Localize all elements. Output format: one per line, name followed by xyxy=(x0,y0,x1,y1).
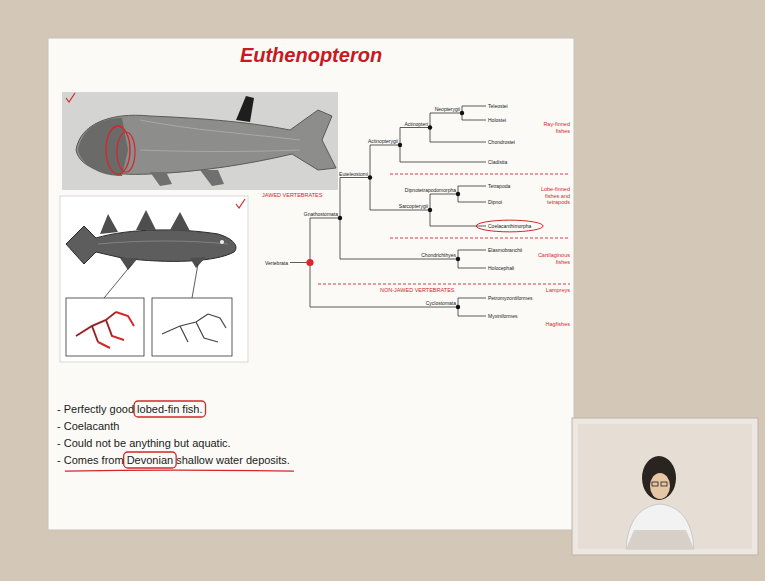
root-dot xyxy=(306,259,313,266)
cladogram-branches xyxy=(430,194,486,226)
fish-drawing xyxy=(60,196,248,362)
group-label: Lampreys xyxy=(528,287,570,294)
fossil-photo xyxy=(200,170,224,186)
fish-drawing xyxy=(66,226,236,264)
cladogram-branches xyxy=(370,145,430,210)
clade-label: Dipnotetrapodomorpha xyxy=(405,187,456,193)
bullet-text: - Could not be anything but aquatic. xyxy=(57,437,231,450)
slide-panel xyxy=(48,38,574,530)
clade-node-dot xyxy=(338,111,464,309)
fish-drawing xyxy=(120,257,206,270)
fish-drawing xyxy=(76,312,116,342)
root-label: Vertebrata xyxy=(265,260,288,266)
bullet-text: - Coelacanth xyxy=(57,420,119,433)
lecturer-video xyxy=(626,530,694,549)
clade-label: Neopterygii xyxy=(435,106,460,112)
underline-mark xyxy=(65,470,294,471)
fossil-photo xyxy=(150,172,172,186)
fish-drawing xyxy=(100,210,190,234)
lecturer-video xyxy=(652,482,658,486)
fish-drawing xyxy=(76,312,134,348)
cladogram-branches xyxy=(340,178,458,260)
taxon-label: Chondrostei xyxy=(488,139,515,145)
fish-drawing xyxy=(152,298,232,356)
fish-drawing xyxy=(192,264,198,298)
taxon-label: Cladistia xyxy=(488,159,507,165)
clade-node-dot xyxy=(460,111,464,115)
taxon-label: Myxiniformes xyxy=(488,313,517,319)
taxon-label: Dipnoi xyxy=(488,199,502,205)
clade-node-dot xyxy=(428,125,432,129)
lecturer-video xyxy=(642,456,676,500)
group-label: Hagfishes xyxy=(528,321,570,328)
taxon-label: Teleostei xyxy=(488,103,508,109)
highlight-ring xyxy=(476,220,543,232)
lecturer-video xyxy=(626,504,694,549)
taxon-label: Petromyzontiformes xyxy=(488,295,532,301)
lecturer-video xyxy=(650,473,670,499)
clade-label: Actinopterygii xyxy=(368,138,398,144)
fossil-photo xyxy=(66,93,75,102)
cladogram-branches xyxy=(458,298,486,316)
bullet-text: - Comes from Devonian shallow water depo… xyxy=(57,454,290,467)
fish-drawing xyxy=(162,314,226,342)
group-label: JAWED VERTEBRATES xyxy=(262,192,322,199)
taxon-label: Holocephali xyxy=(488,265,514,271)
group-divider xyxy=(318,174,570,284)
clade-label: Chondrichthyes xyxy=(421,252,456,258)
lecturer-video xyxy=(578,424,752,549)
slide-title: Euthenopteron xyxy=(48,43,574,67)
group-divider xyxy=(318,174,570,284)
taxon-label: Coelacanthimorpha xyxy=(488,223,531,229)
fossil-photo xyxy=(62,92,338,190)
clade-node-dot xyxy=(398,143,402,147)
lecturer-video xyxy=(572,418,758,555)
clade-node-dot xyxy=(456,192,460,196)
group-label: NON-JAWED VERTEBRATES xyxy=(380,287,454,294)
lecturer-video xyxy=(661,482,667,486)
fossil-photo xyxy=(236,96,254,122)
cladogram-branches xyxy=(458,186,486,202)
fish-drawing xyxy=(98,241,228,244)
cladogram-branches xyxy=(462,106,486,120)
taxon-label: Tetrapoda xyxy=(488,183,510,189)
taxon-label: Elasmobranchii xyxy=(488,247,522,253)
clade-node-dot xyxy=(368,175,372,179)
clade-label: Cyclostomata xyxy=(426,300,456,306)
fossil-photo xyxy=(140,150,300,152)
clade-node-dot xyxy=(456,257,460,261)
fossil-photo xyxy=(106,126,130,174)
clade-label: Euteleostomi xyxy=(339,171,368,177)
clade-node-dot xyxy=(428,208,432,212)
cladogram-branches xyxy=(430,113,486,142)
clade-node-dot xyxy=(338,216,342,220)
cladogram-branches xyxy=(290,106,486,316)
fish-drawing xyxy=(60,196,248,362)
fish-drawing xyxy=(236,199,245,208)
cladogram-branches xyxy=(458,250,486,268)
clade-label: Gnathostomata xyxy=(304,211,338,217)
taxon-label: Holostei xyxy=(488,117,506,123)
clade-label: Sarcopterygii xyxy=(399,203,428,209)
bullet-text: - Perfectly good lobed-fin fish. xyxy=(57,403,203,416)
clade-node-dot xyxy=(456,305,460,309)
group-label: Lobe-finned fishes and tetrapods xyxy=(528,186,570,206)
cladogram-branches xyxy=(400,128,486,163)
group-label: Ray-finned fishes xyxy=(528,121,570,134)
cladogram-branches xyxy=(310,218,458,307)
fish-drawing xyxy=(220,240,224,244)
clade-label: Actinopteri xyxy=(404,121,428,127)
fish-drawing xyxy=(66,298,144,356)
fossil-photo xyxy=(62,92,338,190)
lecturer-video xyxy=(572,418,758,555)
fossil-photo xyxy=(117,132,135,172)
fossil-photo xyxy=(140,120,300,140)
group-label: Cartilaginous fishes xyxy=(528,252,570,265)
fish-drawing xyxy=(104,264,132,298)
